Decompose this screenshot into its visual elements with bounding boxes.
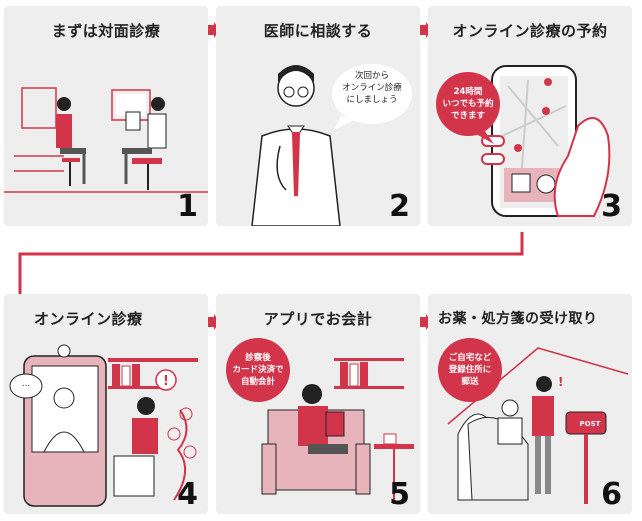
step-number: 1 [177, 189, 198, 224]
doctor-speech-text: 次回から オンライン診療 にしましょう [342, 71, 402, 105]
step-panel-5: アプリでお会計 診察後 カード決済で 自動会計 5 [216, 294, 420, 514]
delivery-bubble-text: ご自宅など 登録住所に 郵送 [448, 353, 492, 387]
step-number: 5 [389, 477, 410, 512]
step-title: オンライン診療 [34, 310, 143, 328]
app-payment-illustration [226, 338, 414, 504]
step-title: まずは対面診療 [51, 22, 161, 40]
smartphone-booking-illustration [436, 65, 611, 217]
svg-text:!: ! [558, 375, 563, 389]
step-panel-4: ! オンライン診療 … 4 [4, 294, 208, 514]
payment-bubble-text: 診察後 カード決済で 自動会計 [232, 353, 284, 387]
svg-text:!: ! [163, 374, 169, 389]
step-number: 2 [389, 189, 410, 224]
step-title: お薬・処方箋の受け取り [438, 311, 598, 327]
step-panel-6: ! お薬・処方箋の受け取り ご自宅など 登録住所に 郵送 POST 6 [428, 294, 632, 514]
step-number: 4 [177, 477, 198, 512]
doctor-illustration [251, 64, 412, 226]
step-title: アプリでお会計 [263, 310, 373, 328]
step-panel-1: まずは対面診療 1 [4, 6, 208, 226]
step-title: オンライン診療の予約 [452, 22, 608, 40]
online-consultation-illustration: ! [9, 344, 198, 507]
booking-bubble-text: 24時間 いつでも予約 できます [442, 87, 494, 121]
step-number: 3 [601, 189, 622, 224]
in-person-consultation-illustration [4, 87, 208, 193]
medicine-delivery-illustration: ! [438, 338, 629, 504]
step-number: 6 [601, 477, 622, 512]
ellipsis-speech-text: … [21, 379, 31, 389]
step-panel-2: 医師に相談する 次回から オンライン診療 にしましょう 2 [216, 6, 420, 226]
step-title: 医師に相談する [263, 22, 373, 40]
step-panel-3: オンライン診療の予約 24時間 いつでも予約 できます 3 [428, 6, 632, 226]
mailbox-label: POST [579, 420, 601, 428]
